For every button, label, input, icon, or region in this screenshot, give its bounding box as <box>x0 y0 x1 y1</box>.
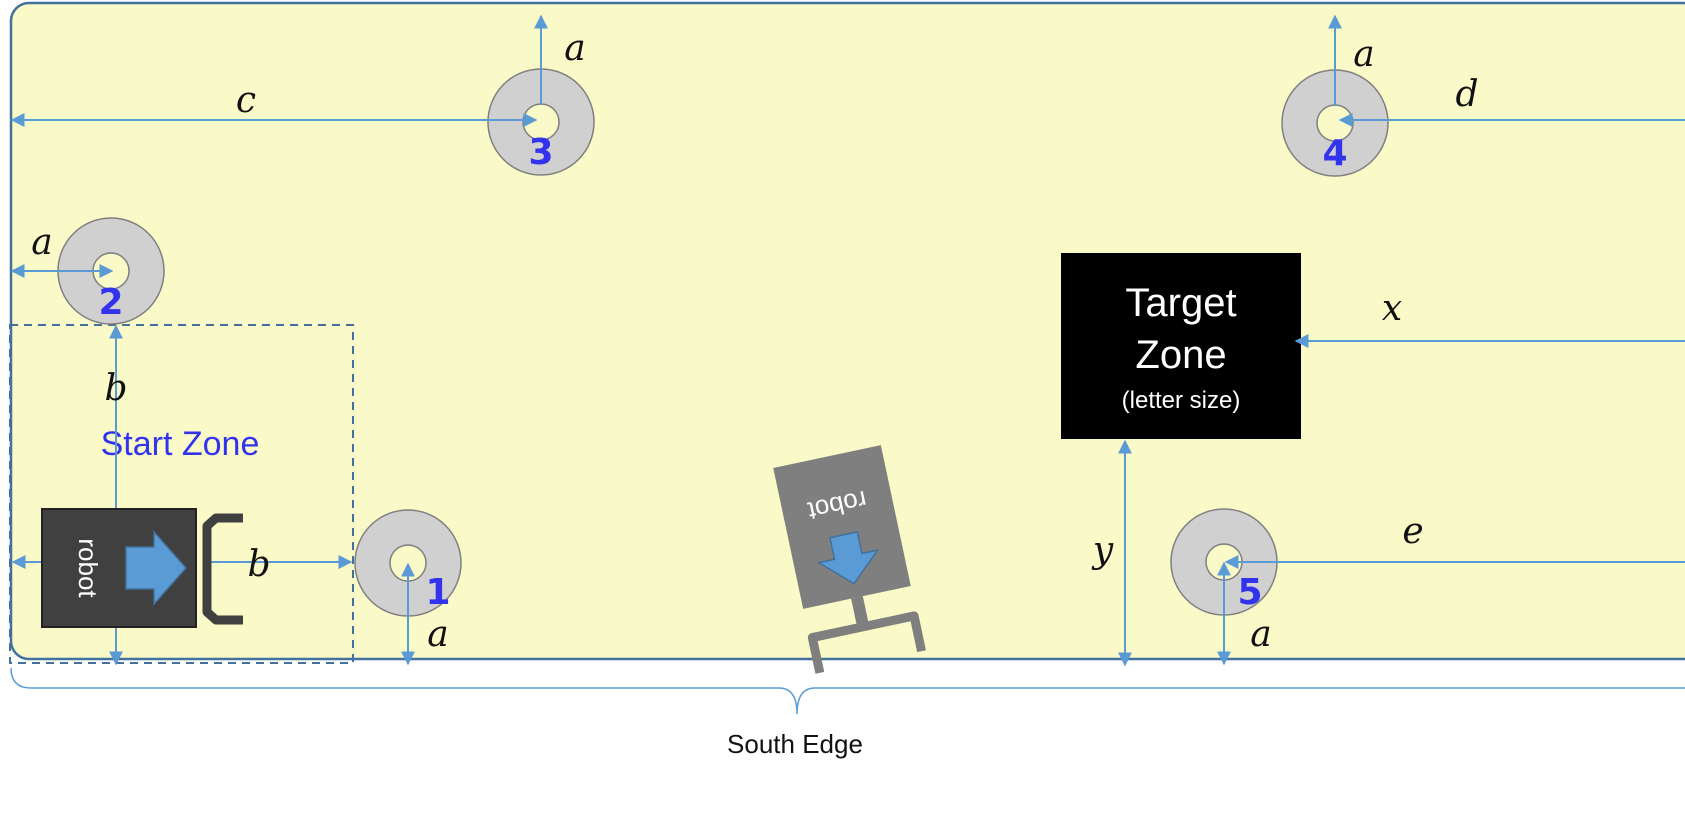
label-a-obstacle-5: a <box>1250 614 1271 655</box>
dimension-lines <box>10 14 1685 667</box>
target-zone: Target Zone (letter size) <box>1061 253 1301 439</box>
robot-start-label: robot <box>73 538 103 598</box>
obstacle-2-number: 2 <box>98 282 123 323</box>
field-area <box>9 1 1685 661</box>
start-zone <box>9 324 354 664</box>
obstacle-1-number: 1 <box>425 572 450 613</box>
label-a-obstacle-2: a <box>31 222 52 263</box>
target-zone-title-line1: Target <box>1125 281 1236 325</box>
label-a-obstacle-4: a <box>1353 34 1374 75</box>
label-x: x <box>1382 288 1402 329</box>
robot-start: robot <box>41 508 243 628</box>
label-d: d <box>1455 74 1478 115</box>
south-edge-label: South Edge <box>727 729 863 759</box>
robot-start-gripper <box>202 513 243 625</box>
robot-middle-body <box>773 445 911 609</box>
label-c: c <box>236 80 256 121</box>
start-zone-label: Start Zone <box>101 425 260 463</box>
obstacle-5-number: 5 <box>1237 572 1262 613</box>
label-a-obstacle-1: a <box>427 614 448 655</box>
robot-start-arrow-icon <box>125 530 188 606</box>
target-zone-subtitle: (letter size) <box>1122 387 1241 414</box>
robot-middle: robot <box>773 445 926 674</box>
obstacle-3-number: 3 <box>528 132 553 173</box>
south-edge-brace <box>10 667 1685 715</box>
obstacle-4-number: 4 <box>1322 133 1347 174</box>
obstacle-4: 4 <box>1281 69 1389 177</box>
label-a-obstacle-3: a <box>564 28 585 69</box>
label-y: y <box>1091 530 1114 571</box>
label-e: e <box>1402 511 1423 552</box>
robot-middle-arrow-icon <box>816 531 880 585</box>
robot-middle-neck <box>851 596 870 629</box>
label-b-horizontal: b <box>247 544 270 585</box>
label-b-vertical: b <box>104 368 127 409</box>
obstacle-3: 3 <box>487 68 595 176</box>
target-zone-title-line2: Zone <box>1135 333 1226 377</box>
